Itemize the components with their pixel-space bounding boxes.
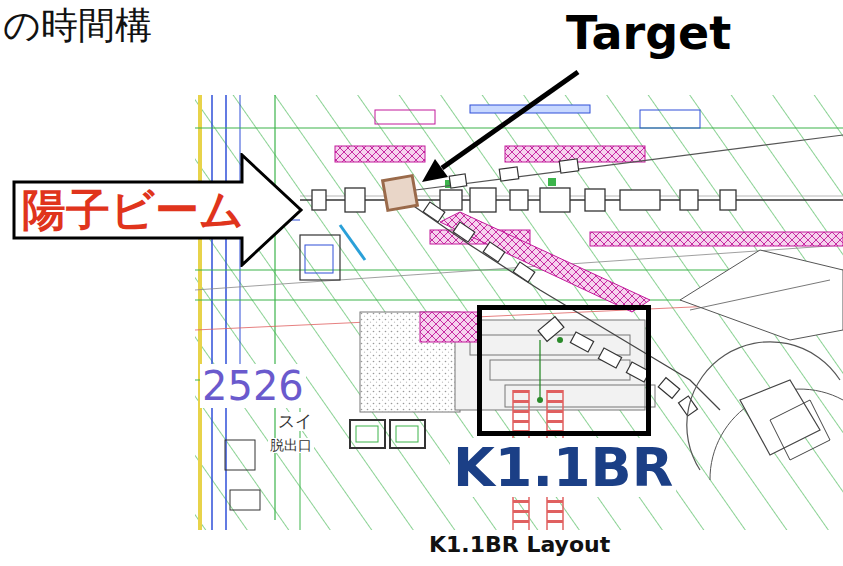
leader-arrow (442, 72, 578, 168)
region-outline (477, 305, 651, 436)
leader-arrowhead (422, 159, 448, 182)
figure-caption: K1.1BR Layout (429, 533, 610, 557)
slide-title: の時間構 (3, 6, 152, 47)
highlight-region: K1.1BR (450, 305, 677, 497)
exit-label: 脱出口 (268, 438, 314, 453)
target-label: Target (566, 8, 731, 59)
cad-plan (195, 95, 843, 530)
room-number: 2526 (200, 364, 306, 408)
region-name: K1.1BR (450, 438, 676, 497)
room-label: スイ (276, 412, 314, 431)
beam-label: 陽子ビーム (22, 186, 244, 234)
beam-arrow: 陽子ビーム (12, 153, 304, 267)
